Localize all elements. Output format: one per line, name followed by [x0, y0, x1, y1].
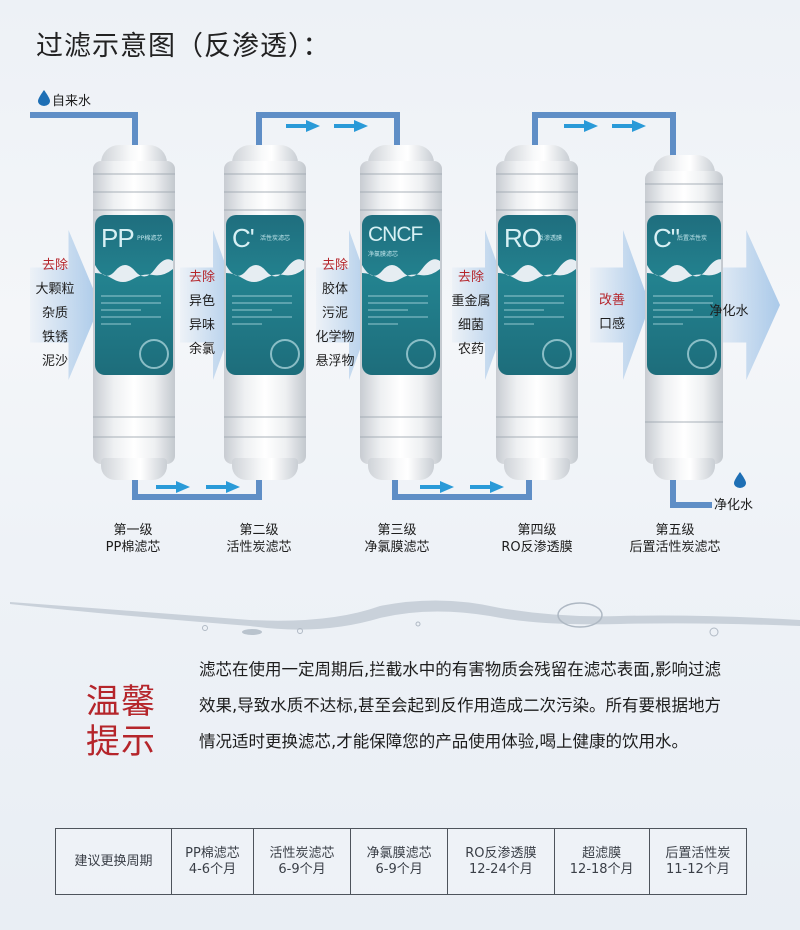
- source-label: 自来水: [52, 94, 92, 109]
- stage-2-label: 第二级活性炭滤芯: [226, 523, 292, 555]
- filter-cartridge-post-carbon: C" 后置活性炭: [645, 155, 723, 480]
- water-splash-decoration: [10, 600, 800, 637]
- stage-2-effects: 去除 异色 异味 余氯: [188, 270, 215, 357]
- flow-arrow-icon: [612, 120, 646, 132]
- stage-5-label: 第五级后置活性炭滤芯: [629, 523, 721, 555]
- seal-icon: [406, 339, 436, 369]
- cartridge-label: RO 反渗透膜: [498, 215, 576, 375]
- stage-4-effects: 去除 重金属 细菌 农药: [451, 270, 491, 357]
- tip-text: 滤芯在使用一定周期后,拦截水中的有害物质会残留在滤芯表面,影响过滤效果,导致水质…: [199, 660, 721, 751]
- water-drop-icon: [38, 90, 50, 106]
- flow-arrow-icon: [156, 481, 190, 493]
- wave-icon: [226, 259, 304, 282]
- wave-icon: [498, 259, 576, 282]
- wave-icon: [647, 259, 721, 282]
- flow-arrow-icon: [286, 120, 320, 132]
- stage-3-effects: 去除 胶体 污泥 化学物 悬浮物: [315, 258, 355, 369]
- seal-icon: [542, 339, 572, 369]
- filter-cartridge-ro: RO 反渗透膜: [496, 145, 578, 480]
- stage-1-effects: 去除 大颗粒 杂质 铁锈 泥沙: [35, 258, 75, 369]
- cartridge-label: C' 活性炭滤芯: [226, 215, 304, 375]
- flow-arrow-icon: [334, 120, 368, 132]
- cartridge-label: C" 后置活性炭: [647, 215, 721, 375]
- seal-icon: [270, 339, 300, 369]
- tip-heading: 温馨 提示: [86, 682, 156, 762]
- stage-5-effects: 改善 口感: [598, 293, 625, 332]
- flow-arrow-icon: [564, 120, 598, 132]
- seal-icon: [687, 339, 717, 369]
- flow-arrow-icon: [206, 481, 240, 493]
- filter-cartridge-carbon: C' 活性炭滤芯: [224, 145, 306, 480]
- table-header-cell: 建议更换周期: [55, 828, 172, 895]
- flow-arrow-icon: [420, 481, 454, 493]
- filter-cartridge-pp: PP PP棉滤芯: [93, 145, 175, 480]
- final-result-label: 净化水: [709, 304, 749, 319]
- page-title: 过滤示意图（反渗透）：: [36, 31, 331, 62]
- stage-3-label: 第三级净氯膜滤芯: [364, 523, 430, 555]
- filter-cartridge-cncf: CNCF 净氯膜滤芯: [360, 145, 442, 480]
- water-drop-icon: [734, 472, 746, 488]
- cartridge-label: CNCF 净氯膜滤芯: [362, 215, 440, 375]
- wave-icon: [95, 259, 173, 282]
- wave-icon: [362, 259, 440, 282]
- cartridge-label: PP PP棉滤芯: [95, 215, 173, 375]
- output-label: 净化水: [714, 498, 754, 513]
- seal-icon: [139, 339, 169, 369]
- flow-arrow-icon: [470, 481, 504, 493]
